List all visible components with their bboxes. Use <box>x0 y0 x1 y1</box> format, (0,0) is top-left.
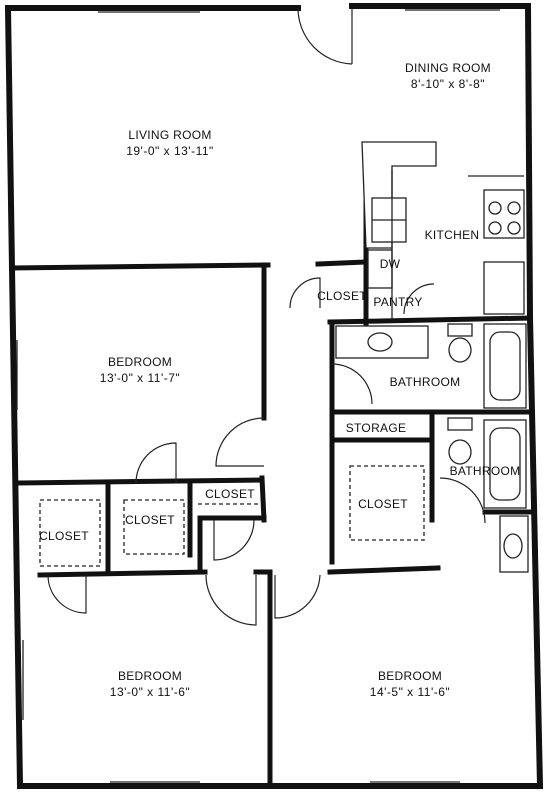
interior-walls <box>9 155 533 789</box>
closet-small-label: CLOSET <box>205 487 255 501</box>
living-room-label: LIVING ROOM <box>128 128 211 142</box>
dining-room-dims: 8'-10" x 8'-8" <box>411 77 485 91</box>
kitchen-fixtures <box>361 141 525 320</box>
room-labels: LIVING ROOM 19'-0" x 13'-11" DINING ROOM… <box>39 61 520 699</box>
bathroom-ensuite-label: BATHROOM <box>450 464 521 478</box>
closet-shelves <box>39 465 425 567</box>
burner-icon <box>488 221 502 235</box>
sink-icon <box>503 533 523 559</box>
windows <box>16 9 500 783</box>
dining-room-label: DINING ROOM <box>405 61 491 75</box>
hall-closet-label: CLOSET <box>317 289 367 303</box>
dishwasher-label: DW <box>380 257 401 271</box>
storage-label: STORAGE <box>346 421 407 435</box>
burner-icon <box>488 201 502 215</box>
bedroom-lower-left-label: BEDROOM <box>118 669 182 683</box>
bedroom-upper-dims: 13'-0" x 11'-7" <box>100 371 180 385</box>
closet-left-label: CLOSET <box>39 529 89 543</box>
bedroom-lower-right-dims: 14'-5" x 11'-6" <box>370 685 450 699</box>
toilet-icon <box>448 439 472 465</box>
toilet-icon <box>448 337 472 363</box>
living-room-dims: 19'-0" x 13'-11" <box>126 144 214 158</box>
closet-middle-label: CLOSET <box>125 513 175 527</box>
bedroom-lower-right-label: BEDROOM <box>378 669 442 683</box>
exterior-walls <box>4 2 544 790</box>
bath-fixtures <box>335 323 529 573</box>
entry-door <box>297 7 353 65</box>
burner-icon <box>507 221 521 235</box>
sink-icon <box>367 332 393 352</box>
bedroom-lower-left-dims: 13'-0" x 11'-6" <box>110 685 190 699</box>
interior-doors <box>47 277 486 626</box>
range <box>483 189 525 239</box>
dishwasher-box <box>367 249 393 289</box>
burner-icon <box>507 201 521 215</box>
closet-ensuite-label: CLOSET <box>358 497 408 511</box>
refrigerator <box>483 261 525 315</box>
kitchen-label: KITCHEN <box>425 228 480 242</box>
bathroom-main-label: BATHROOM <box>390 375 461 389</box>
bedroom-upper-label: BEDROOM <box>108 355 172 369</box>
pantry-label: PANTRY <box>373 295 422 309</box>
